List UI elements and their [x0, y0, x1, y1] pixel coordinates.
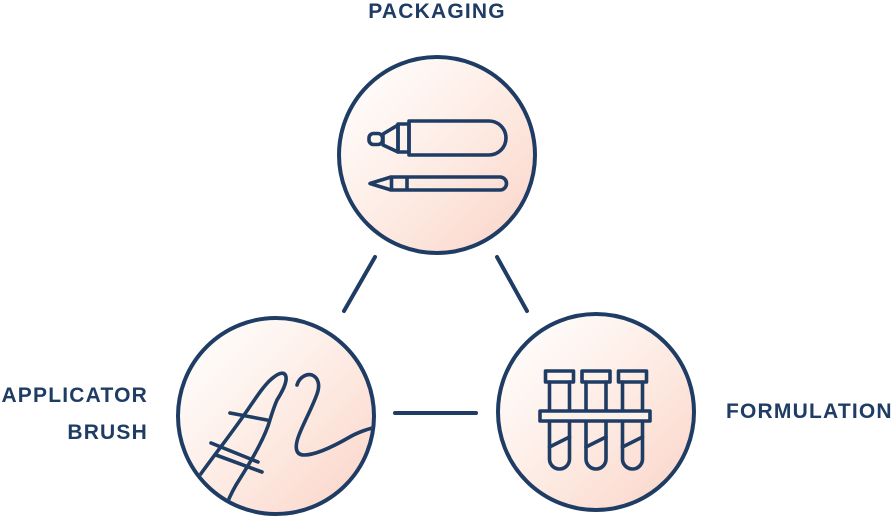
node-applicator-brush: [176, 316, 376, 516]
applicator-brush-label: APPLICATOR BRUSH: [0, 377, 148, 451]
connector-packaging-applicator: [342, 255, 377, 313]
applicator-brush-stroke-icon: [176, 316, 376, 516]
applicator-brush-label-line2: BRUSH: [67, 421, 148, 444]
cosmetic-tube-and-liner-pencil-icon: [337, 55, 537, 255]
connector-packaging-formulation: [495, 255, 529, 313]
formulation-label: FORMULATION: [726, 400, 893, 423]
node-formulation: [496, 312, 696, 512]
packaging-label: PACKAGING: [368, 0, 506, 23]
node-packaging: [337, 55, 537, 255]
applicator-brush-label-line1: APPLICATOR: [1, 384, 148, 407]
test-tube-rack-icon: [496, 312, 696, 512]
